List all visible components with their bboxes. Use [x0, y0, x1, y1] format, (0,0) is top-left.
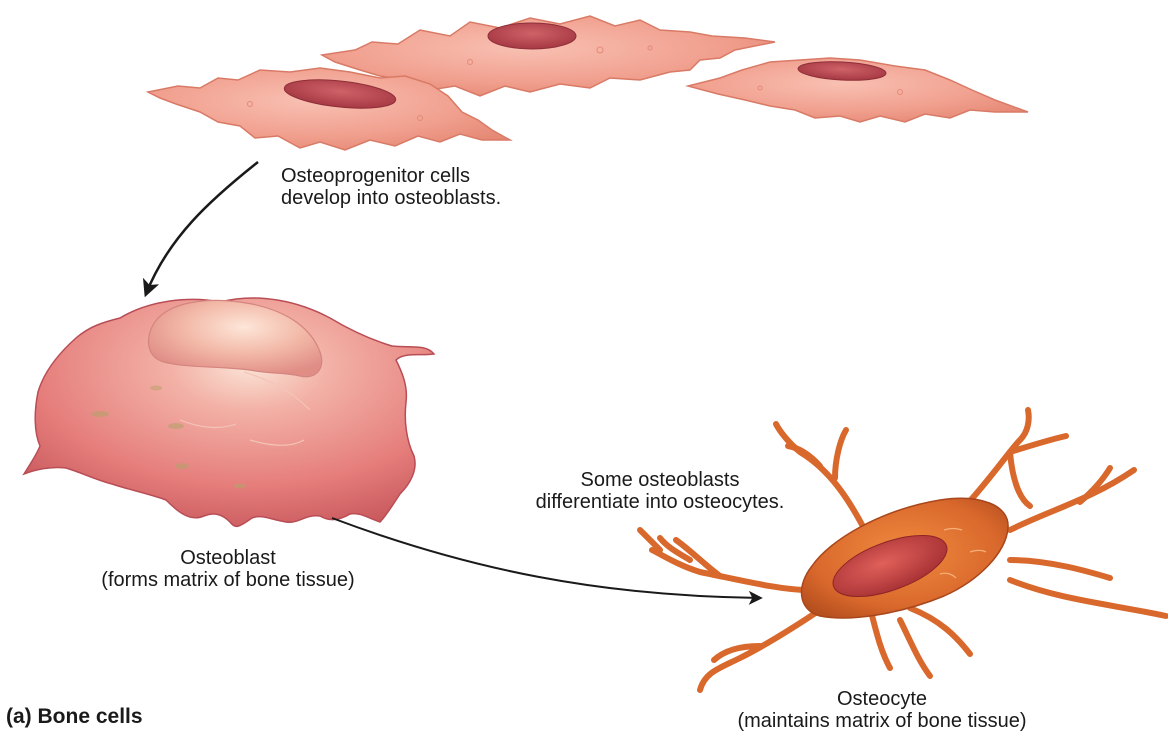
step2-annotation: Some osteoblasts differentiate into oste…	[480, 469, 840, 513]
step2-line2: differentiate into osteocytes.	[480, 491, 840, 513]
osteoblast-name: Osteoblast	[8, 547, 448, 569]
step1-annotation: Osteoprogenitor cells develop into osteo…	[281, 165, 501, 209]
osteoblast-description: (forms matrix of bone tissue)	[8, 569, 448, 591]
osteocyte-label: Osteocyte (maintains matrix of bone tiss…	[632, 688, 1132, 731]
osteoprogenitor-cell-right	[688, 58, 1028, 122]
osteocyte-description: (maintains matrix of bone tissue)	[632, 710, 1132, 731]
step2-line1: Some osteoblasts	[480, 469, 840, 491]
arrow-progenitor-to-osteoblast	[146, 162, 258, 294]
osteoblast-cell	[24, 298, 434, 526]
step1-line1: Osteoprogenitor cells	[281, 165, 501, 187]
step1-line2: develop into osteoblasts.	[281, 187, 501, 209]
osteocyte-cell	[640, 410, 1166, 690]
osteocyte-name: Osteocyte	[632, 688, 1132, 710]
osteoblast-label: Osteoblast (forms matrix of bone tissue)	[8, 547, 448, 591]
figure-caption: (a) Bone cells	[6, 706, 143, 728]
